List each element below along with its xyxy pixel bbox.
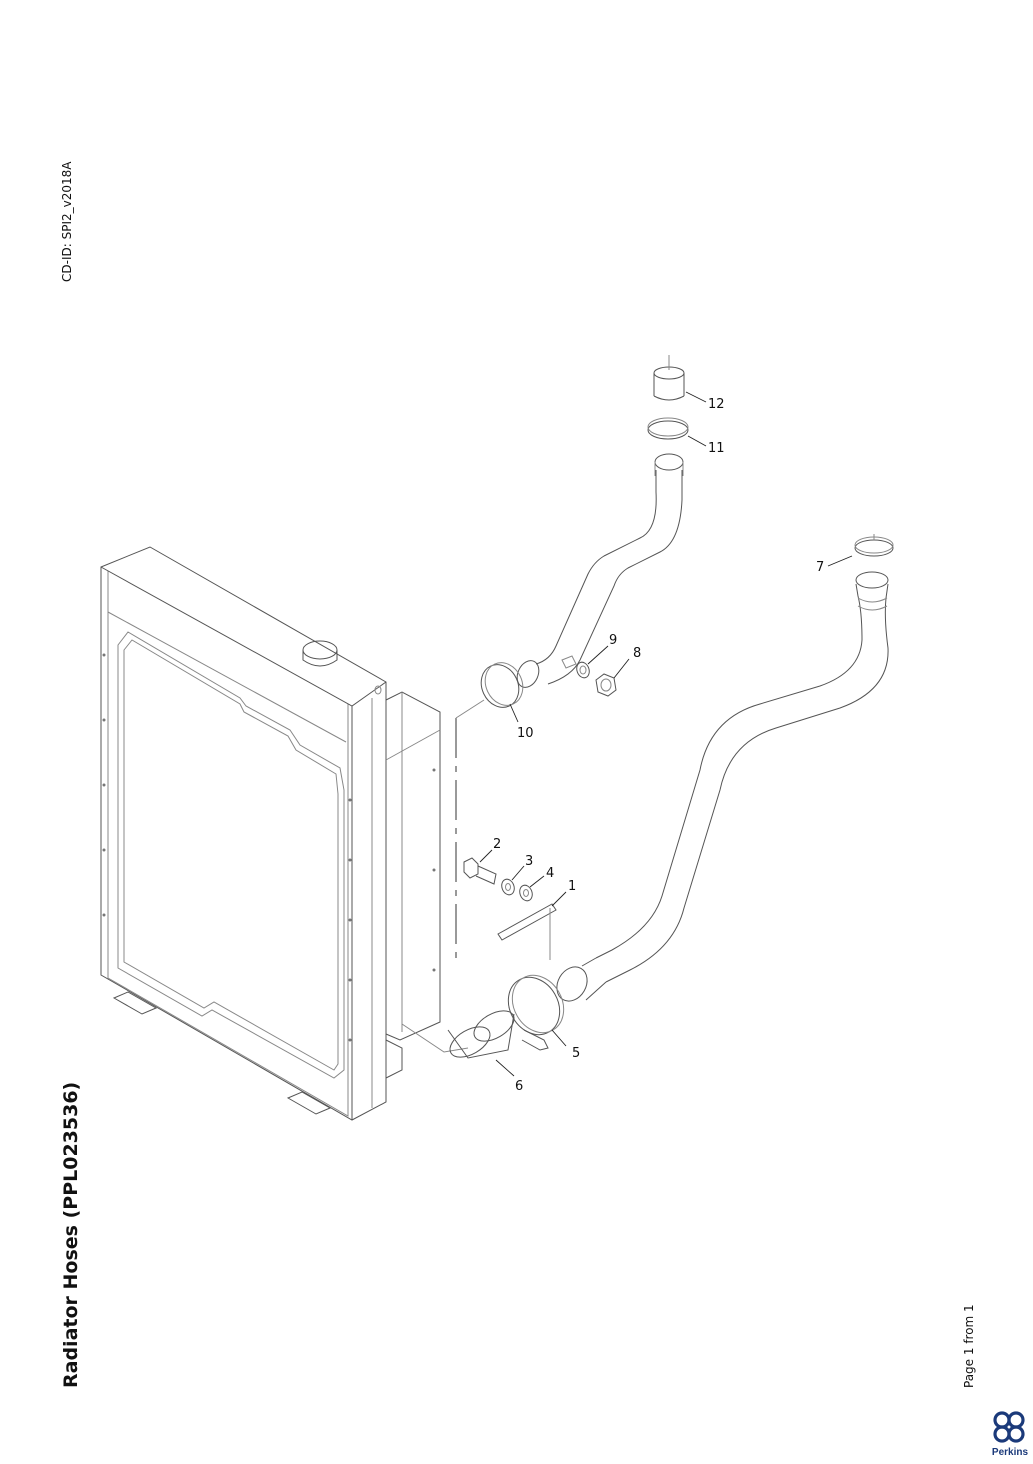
part-7-clamp	[854, 534, 894, 557]
part-6-sleeve	[447, 1010, 515, 1059]
part-5-clamp	[507, 974, 565, 1051]
callout-7: 7	[816, 560, 824, 575]
callout-11: 11	[708, 441, 725, 456]
leader-lines	[479, 391, 853, 1077]
part-10-clamp	[480, 662, 524, 708]
callout-5: 5	[572, 1046, 580, 1061]
callout-12: 12	[708, 397, 725, 412]
callout-9: 9	[609, 633, 617, 648]
callout-6: 6	[515, 1079, 523, 1094]
callout-4: 4	[546, 866, 554, 881]
part-9-washer	[561, 655, 590, 679]
part-11-clamp	[647, 417, 689, 440]
part-1-strap	[497, 903, 557, 960]
callout-2: 2	[493, 837, 501, 852]
callout-10: 10	[517, 726, 534, 741]
part-4-washer	[519, 884, 533, 902]
perkins-logo: Perkins	[988, 1410, 1032, 1460]
callout-8: 8	[633, 646, 641, 661]
perkins-wordmark: Perkins	[992, 1447, 1029, 1458]
radiator-assembly	[100, 546, 441, 1121]
part-12-coupling	[653, 355, 685, 401]
callout-1: 1	[568, 879, 576, 894]
upper-hose	[516, 453, 684, 688]
part-2-bolt	[463, 857, 497, 885]
callout-3: 3	[525, 854, 533, 869]
lower-hose	[556, 571, 889, 1002]
part-3-washer	[501, 878, 515, 896]
part-8-drain-plug	[595, 673, 617, 697]
